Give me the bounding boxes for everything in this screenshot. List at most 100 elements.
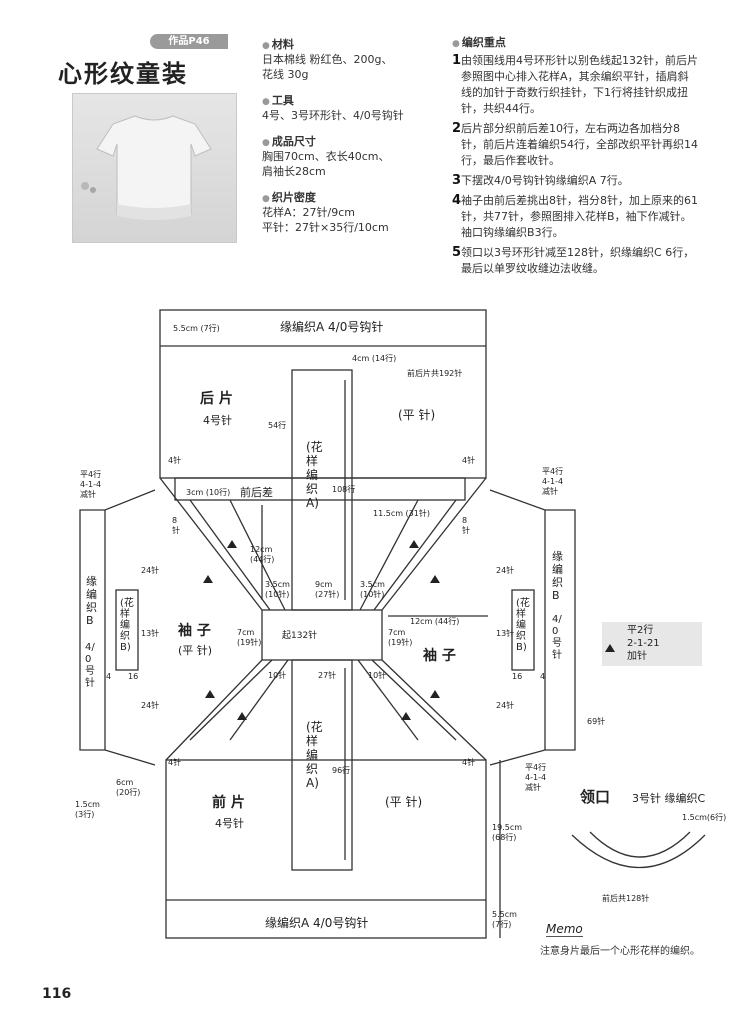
measure-12cm-right: 12cm (44行) xyxy=(410,617,460,626)
neck-title: 领口 xyxy=(580,788,611,806)
measure-55cm-bottom: 5.5cm (7行) xyxy=(492,910,517,929)
measure-4-left: 4 xyxy=(106,672,112,681)
right-pattern-b-label: (花样编织B) xyxy=(516,598,530,653)
left-pattern-b-label: (花样编织B) xyxy=(120,598,134,653)
left-sleeve-pattern-b xyxy=(115,589,139,671)
measure-12cm-left: 12cm (44行) xyxy=(250,545,275,564)
measure-108-rows: 108行 xyxy=(332,485,356,494)
right-sleeve-pattern-b xyxy=(511,589,535,671)
spec-materials: 材料 日本棉线 粉红色、200g、 花线 30g xyxy=(262,36,442,82)
decrease-note-upper-left: 平4行 4-1-4 减针 xyxy=(80,470,102,499)
measure-7cm-left: 7cm (19针) xyxy=(237,628,262,647)
memo-heading: Memo xyxy=(546,922,583,937)
measure-24-upper-right: 24针 xyxy=(496,566,515,575)
neck-band-measure: 1.5cm(6行) xyxy=(682,813,727,822)
pattern-a-bottom-label: (花样编织A) xyxy=(306,720,323,790)
measure-9cm: 9cm (27针) xyxy=(315,580,340,599)
points-heading: 编织重点 xyxy=(452,34,742,50)
measure-24-upper-left: 24针 xyxy=(141,566,160,575)
measure-96-rows: 96行 xyxy=(332,766,351,775)
garment-photo xyxy=(72,93,237,243)
point-text: 后片部分织前后差10行，左右两边各加档分8 针，前后片连着编织54行，全部改织平… xyxy=(461,122,699,167)
point-number: 4 xyxy=(452,193,462,208)
spec-text: 花样A：27针/9cm 平针：27针×35行/10cm xyxy=(262,206,389,234)
spec-heading: 织片密度 xyxy=(262,189,442,205)
plain-stitch-front: (平 针) xyxy=(385,795,423,809)
point-text: 领口以3号环形针减至128针，织缘编织C 6行， 最后以单罗纹收缝边法收缝。 xyxy=(461,246,695,275)
front-back-diff-label: 前后差 xyxy=(240,486,273,499)
front-needle-label: 4号针 xyxy=(215,817,244,830)
neck-subtitle: 3号针 缘编织C xyxy=(632,792,706,805)
measure-16-right: 16 xyxy=(512,672,523,681)
left-sleeve-label: 袖 子 xyxy=(178,623,211,639)
front-back-diff-strip xyxy=(174,477,466,501)
point-item: 1 由领围线用4号环形针以别色线起132针，前后片 参照图中心排入花样A，其余编… xyxy=(452,53,742,117)
left-sleeve-hook-label: 4/0号针 xyxy=(85,642,95,689)
spec-text: 胸围70cm、衣长40cm、 肩袖长28cm xyxy=(262,150,390,178)
point-text: 袖子由前后差挑出8针，裆分8针，加上原来的61 针，共77针，参照图排入花样B，… xyxy=(461,194,699,239)
measure-4-top-left: 4针 xyxy=(168,456,182,465)
raglan-lines-upper-right xyxy=(359,477,487,611)
measure-7cm-right: 7cm (19针) xyxy=(388,628,413,647)
decrease-note-lower-right: 平4行 4-1-4 减针 xyxy=(525,763,547,792)
neck-cast-on-box xyxy=(261,609,383,661)
spec-text: 日本棉线 粉红色、200g、 花线 30g xyxy=(262,53,393,81)
measure-24-lower-right: 24针 xyxy=(496,701,515,710)
measure-54-rows: 54行 xyxy=(268,421,287,430)
bottom-band-label: 缘编织A 4/0号钩针 xyxy=(265,916,369,930)
measure-6cm: 6cm (20行) xyxy=(116,778,141,797)
raglan-lines-lower-left xyxy=(165,659,289,761)
spec-heading: 材料 xyxy=(262,36,442,52)
measure-27-stitches: 27针 xyxy=(318,671,337,680)
neck-stitch-count: 前后共128针 xyxy=(602,894,650,903)
measure-8-right: 8针 xyxy=(462,516,470,535)
page-number: 116 xyxy=(42,986,72,1002)
measure-back-stitches: 前后片共192针 xyxy=(407,369,463,378)
increase-legend-box xyxy=(602,622,702,666)
point-item: 3 下摆改4/0号钩针钩缘编织A 7行。 xyxy=(452,173,742,189)
spec-size: 成品尺寸 胸围70cm、衣长40cm、 肩袖长28cm xyxy=(262,133,442,179)
left-sleeve-plain: (平 针) xyxy=(178,644,213,657)
measure-8-left: 8针 xyxy=(172,516,180,535)
work-reference-tag: 作品P46 xyxy=(150,34,228,49)
measure-10-left: 10针 xyxy=(268,671,287,680)
point-number: 3 xyxy=(452,173,462,188)
spec-text: 4号、3号环形针、4/0号钩针 xyxy=(262,109,404,122)
measure-35cm-right: 3.5cm (10针) xyxy=(360,580,385,599)
measure-195cm: 19.5cm (68行) xyxy=(492,823,523,842)
point-item: 2 后片部分织前后差10行，左右两边各加档分8 针，前后片连着编织54行，全部改… xyxy=(452,121,742,169)
front-panel-label: 前 片 xyxy=(212,795,245,811)
spec-heading: 工具 xyxy=(262,92,442,108)
point-text: 由领围线用4号环形针以别色线起132针，前后片 参照图中心排入花样A，其余编织平… xyxy=(461,54,699,115)
measure-16-left: 16 xyxy=(128,672,139,681)
measure-115cm: 11.5cm (31针) xyxy=(373,509,430,518)
measure-4-top-right: 4针 xyxy=(462,456,476,465)
measure-top-band: 5.5cm (7行) xyxy=(173,324,220,333)
measure-35cm-left: 3.5cm (10针) xyxy=(265,580,290,599)
pattern-a-top-label: (花样编织A) xyxy=(306,440,323,510)
increase-legend-text: 平2行 2-1-21 加针 xyxy=(627,625,660,662)
right-sleeve-outline xyxy=(489,489,576,766)
point-number: 5 xyxy=(452,245,462,260)
decrease-note-upper-right: 平4行 4-1-4 减针 xyxy=(542,467,564,496)
measure-24-lower-left: 24针 xyxy=(141,701,160,710)
top-band-label: 缘编织A 4/0号钩针 xyxy=(280,320,384,334)
measure-3cm: 3cm (10行) xyxy=(186,488,231,497)
spec-gauge: 织片密度 花样A：27针/9cm 平针：27针×35行/10cm xyxy=(262,189,442,235)
point-text: 下摆改4/0号钩针钩缘编织A 7行。 xyxy=(461,174,629,187)
measure-4-bottom-right: 4针 xyxy=(462,758,476,767)
measure-15cm: 1.5cm (3行) xyxy=(75,800,100,819)
back-needle-label: 4号针 xyxy=(203,414,232,427)
sweater-image xyxy=(81,115,212,220)
point-number: 1 xyxy=(452,53,462,68)
back-panel-label: 后 片 xyxy=(200,391,233,407)
increase-triangle-icon xyxy=(605,644,615,652)
measure-10-right: 10针 xyxy=(368,671,387,680)
point-item: 5 领口以3号环形针减至128针，织缘编织C 6行， 最后以单罗纹收缝边法收缝。 xyxy=(452,245,742,277)
right-sleeve-label: 袖 子 xyxy=(423,648,456,664)
spec-list: 材料 日本棉线 粉红色、200g、 花线 30g 工具 4号、3号环形针、4/0… xyxy=(262,36,442,235)
right-sleeve-hook-label: 4/0号针 xyxy=(552,614,562,661)
measure-4-bottom-left: 4针 xyxy=(168,758,182,767)
neck-outer-curve xyxy=(571,834,706,868)
